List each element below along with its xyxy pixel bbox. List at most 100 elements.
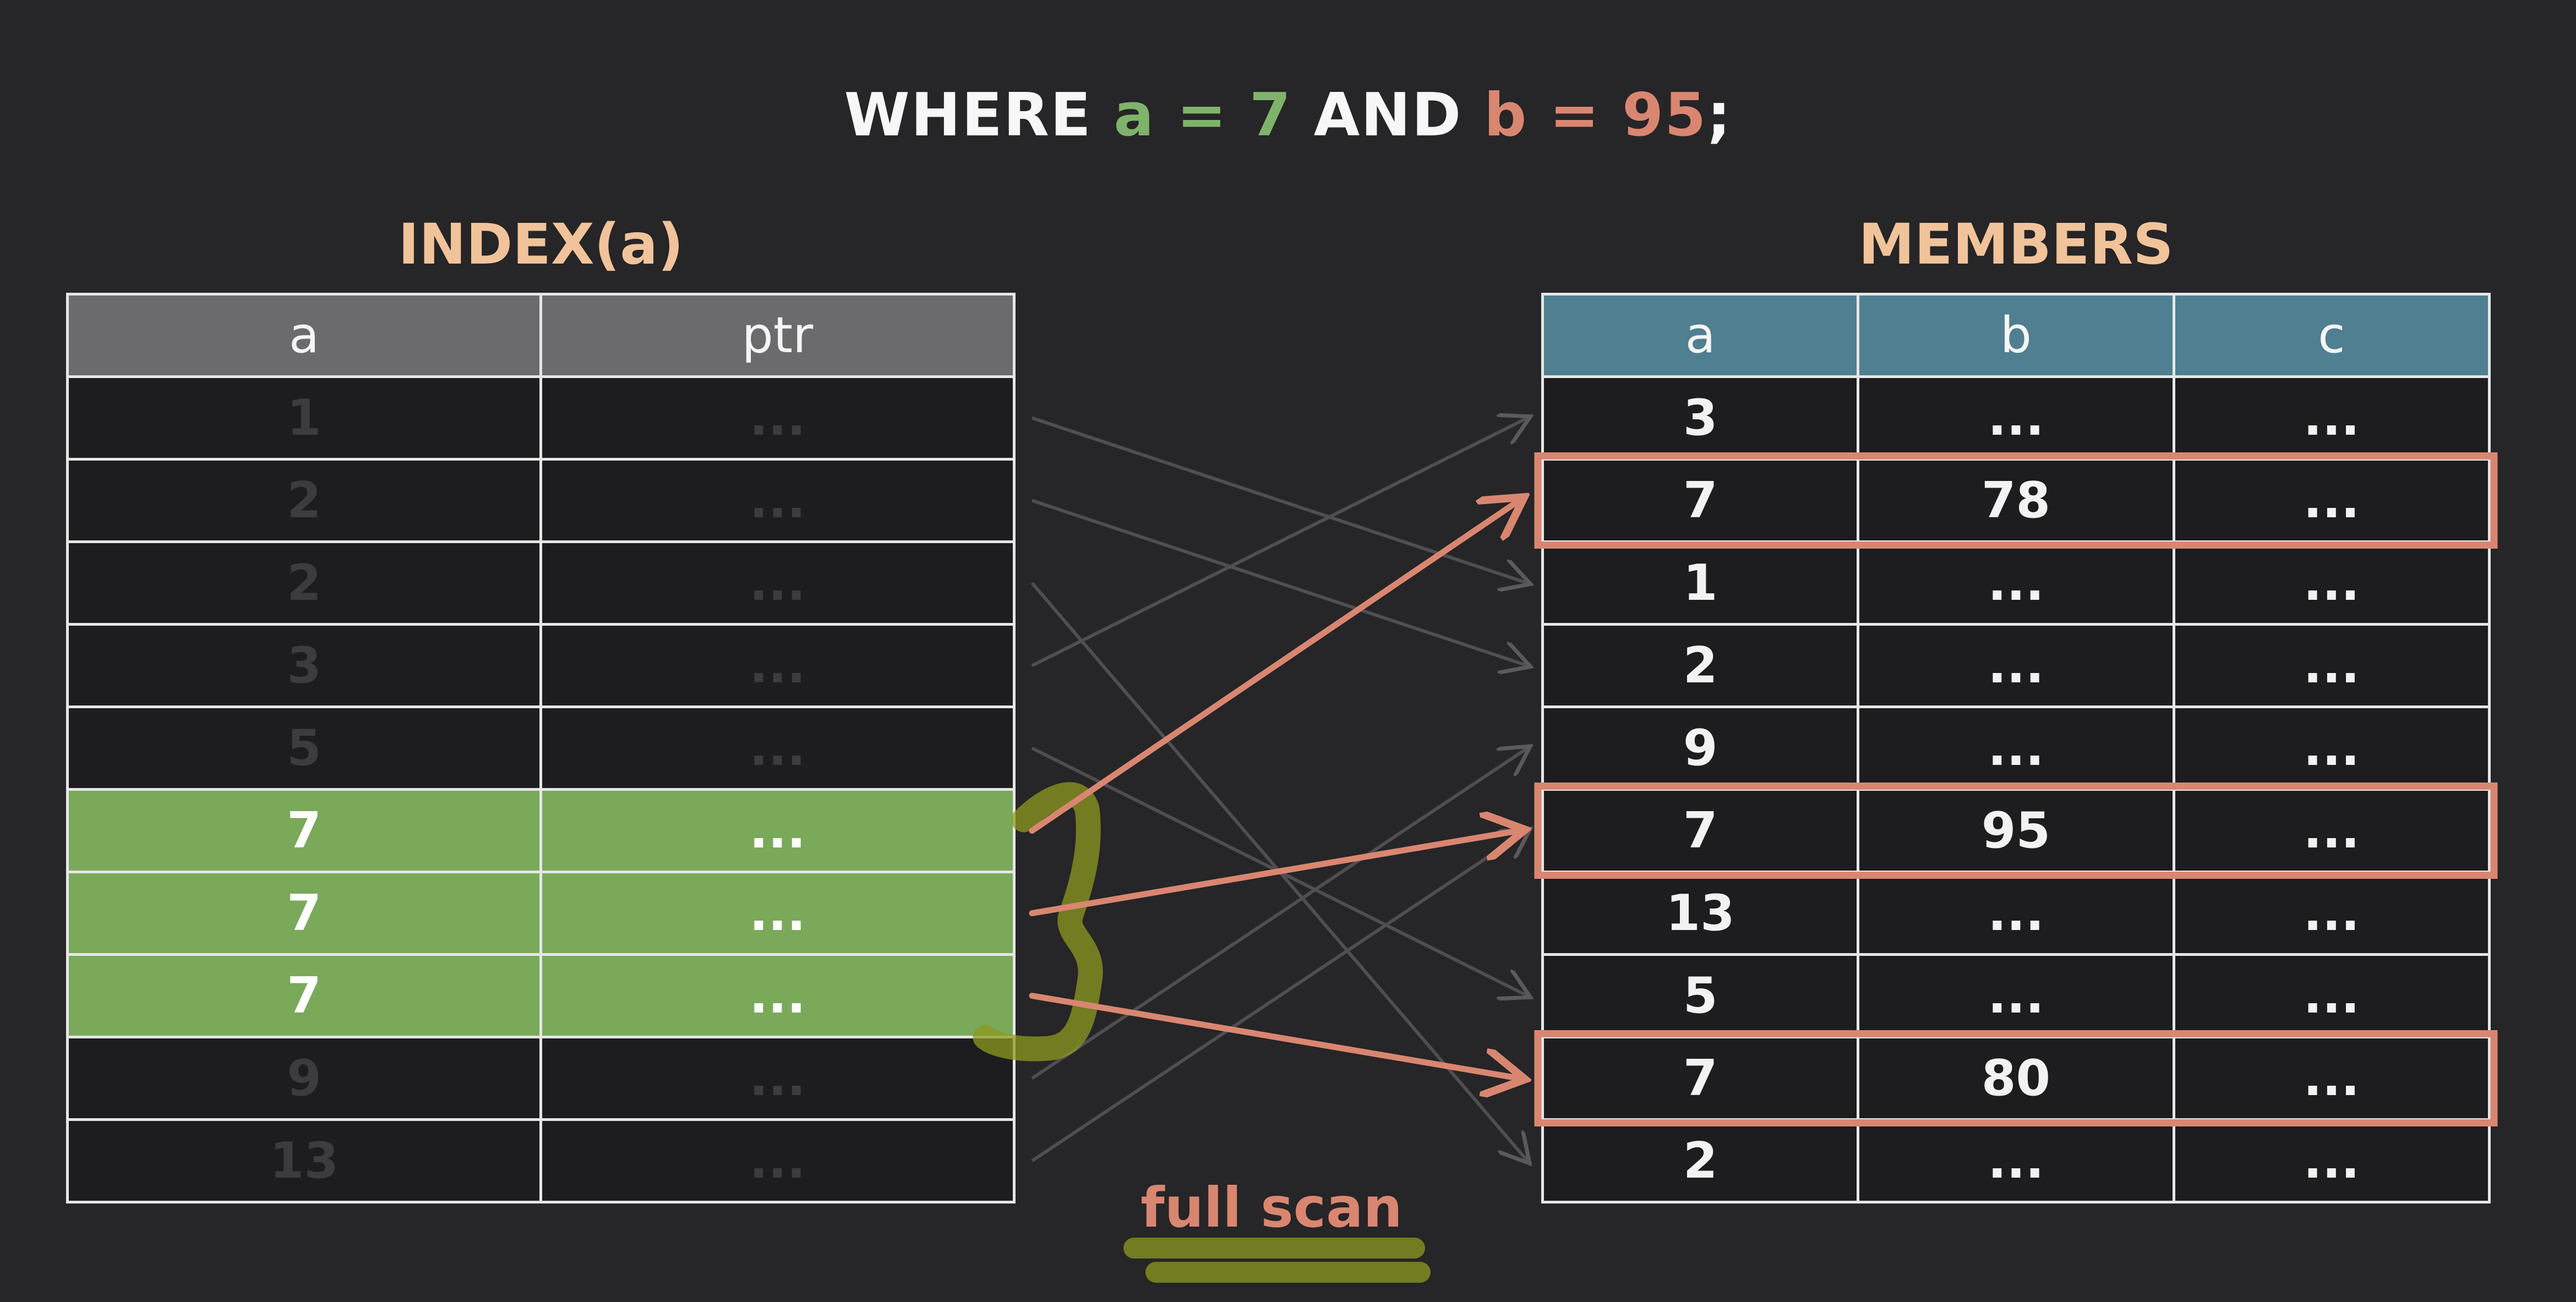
index-row: 2... xyxy=(66,458,1016,543)
members-cell-b: ... xyxy=(1857,705,2175,791)
index-cell-a: 3 xyxy=(66,623,542,708)
members-cell-c: ... xyxy=(2172,375,2491,461)
index-cell-a: 9 xyxy=(66,1036,542,1121)
members-header-c: c xyxy=(2172,293,2491,378)
faint-pointer-line xyxy=(1031,746,1527,996)
query-heading: WHERE a = 7 AND b = 95; xyxy=(0,74,2576,157)
index-cell-a: 2 xyxy=(66,458,542,543)
index-row: 7... xyxy=(66,871,1016,956)
members-cell-c: ... xyxy=(2172,540,2491,626)
faint-pointer-line xyxy=(1032,416,1527,583)
members-header-row: a b c xyxy=(1541,293,2491,378)
members-cell-b: ... xyxy=(1857,871,2175,956)
index-cell-ptr: ... xyxy=(539,458,1016,543)
members-cell-b: 95 xyxy=(1857,788,2175,873)
faint-pointer-line xyxy=(1032,499,1527,666)
members-cell-c: ... xyxy=(2172,953,2491,1038)
members-cell-a: 2 xyxy=(1541,1118,1860,1203)
index-table: a ptr 1...2...2...3...5...7...7...7...9.… xyxy=(66,293,1016,1203)
full-scan-underline xyxy=(1123,1238,1431,1283)
members-cell-a: 7 xyxy=(1541,788,1860,873)
index-header-ptr: ptr xyxy=(539,293,1016,378)
index-row: 5... xyxy=(66,705,1016,791)
index-row: 7... xyxy=(66,953,1016,1038)
index-cell-ptr: ... xyxy=(539,1118,1016,1203)
index-cell-ptr: ... xyxy=(539,623,1016,708)
index-cell-ptr: ... xyxy=(539,705,1016,791)
index-cell-ptr: ... xyxy=(539,540,1016,626)
members-cell-b: ... xyxy=(1857,623,2175,708)
index-cell-a: 13 xyxy=(66,1118,542,1203)
index-row: 3... xyxy=(66,623,1016,708)
members-row: 3...... xyxy=(1541,375,2491,461)
members-cell-b: ... xyxy=(1857,953,2175,1038)
members-row: 2...... xyxy=(1541,1118,2491,1203)
index-row: 2... xyxy=(66,540,1016,626)
matched-pointer-arrow xyxy=(1029,501,1519,834)
members-row: 2...... xyxy=(1541,623,2491,708)
index-cell-ptr: ... xyxy=(539,375,1016,461)
faint-pointer-line xyxy=(1031,418,1527,668)
matched-pointer-arrows xyxy=(1029,501,1519,1079)
index-header-row: a ptr xyxy=(66,293,1016,378)
members-cell-c: ... xyxy=(2172,458,2491,543)
members-cell-a: 7 xyxy=(1541,1036,1860,1121)
matched-pointer-arrow xyxy=(1029,993,1519,1079)
query-b-condition: b = 95 xyxy=(1483,81,1707,150)
query-a-condition: a = 7 xyxy=(1114,81,1292,150)
members-cell-a: 5 xyxy=(1541,953,1860,1038)
faint-pointer-lines xyxy=(1030,416,1527,1162)
members-row: 9...... xyxy=(1541,705,2491,791)
index-cell-a: 7 xyxy=(66,953,542,1038)
members-cell-a: 9 xyxy=(1541,705,1860,791)
members-cell-c: ... xyxy=(2172,1118,2491,1203)
members-cell-a: 3 xyxy=(1541,375,1860,461)
faint-pointer-line xyxy=(1030,582,1527,1161)
members-cell-b: ... xyxy=(1857,540,2175,626)
index-title: INDEX(a) xyxy=(398,212,684,277)
members-row: 1...... xyxy=(1541,540,2491,626)
faint-pointer-line xyxy=(1031,831,1527,1162)
members-cell-c: ... xyxy=(2172,623,2491,708)
members-cell-c: ... xyxy=(2172,1036,2491,1121)
index-cell-ptr: ... xyxy=(539,953,1016,1038)
faint-pointer-line xyxy=(1031,748,1527,1080)
members-row: 13...... xyxy=(1541,871,2491,956)
members-cell-c: ... xyxy=(2172,871,2491,956)
members-cell-b: ... xyxy=(1857,375,2175,461)
index-cell-a: 7 xyxy=(66,871,542,956)
index-row: 7... xyxy=(66,788,1016,873)
members-cell-a: 2 xyxy=(1541,623,1860,708)
index-row: 13... xyxy=(66,1118,1016,1203)
index-cell-a: 1 xyxy=(66,375,542,461)
index-cell-ptr: ... xyxy=(539,788,1016,873)
members-cell-c: ... xyxy=(2172,705,2491,791)
index-cell-ptr: ... xyxy=(539,871,1016,956)
members-cell-a: 1 xyxy=(1541,540,1860,626)
matched-pointer-arrow xyxy=(1029,831,1519,916)
index-row: 9... xyxy=(66,1036,1016,1121)
index-cell-a: 2 xyxy=(66,540,542,626)
members-cell-a: 7 xyxy=(1541,458,1860,543)
query-suffix: ; xyxy=(1707,81,1732,150)
query-and: AND xyxy=(1292,81,1484,150)
members-cell-a: 13 xyxy=(1541,871,1860,956)
index-cell-a: 7 xyxy=(66,788,542,873)
full-scan-label: full scan xyxy=(1140,1175,1402,1240)
index-cell-a: 5 xyxy=(66,705,542,791)
members-cell-b: 78 xyxy=(1857,458,2175,543)
query-prefix: WHERE xyxy=(844,81,1114,150)
index-header-a: a xyxy=(66,293,542,378)
members-title: MEMBERS xyxy=(1858,212,2174,277)
members-header-b: b xyxy=(1857,293,2175,378)
members-cell-b: ... xyxy=(1857,1118,2175,1203)
members-header-a: a xyxy=(1541,293,1860,378)
members-cell-b: 80 xyxy=(1857,1036,2175,1121)
members-row: 5...... xyxy=(1541,953,2491,1038)
index-row: 1... xyxy=(66,375,1016,461)
